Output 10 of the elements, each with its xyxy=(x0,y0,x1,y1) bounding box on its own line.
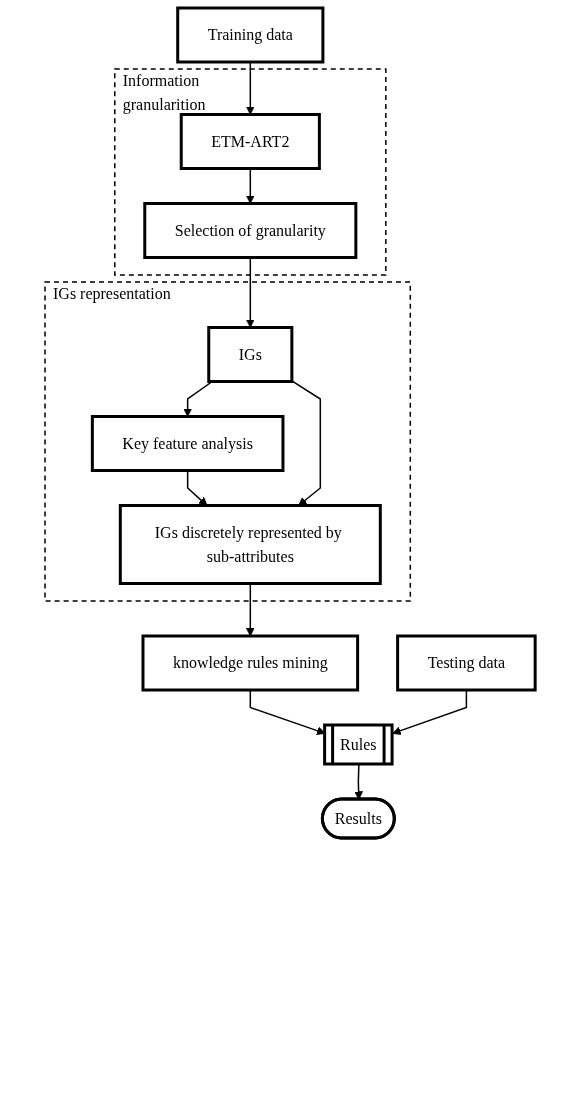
node-box: Testing data xyxy=(396,634,537,692)
node-box: Key feature analysis xyxy=(90,415,285,472)
node-box: ETM-ART2 xyxy=(179,113,321,170)
node-box: Training data xyxy=(176,6,325,64)
arrow xyxy=(291,380,321,506)
node-box: Selection of granularity xyxy=(143,202,358,259)
arrow xyxy=(183,380,213,417)
node-box: IGs discretely represented by sub-attributes xyxy=(118,504,382,585)
node-box: knowledge rules mining xyxy=(141,634,360,692)
node-box: IGs xyxy=(207,326,294,383)
